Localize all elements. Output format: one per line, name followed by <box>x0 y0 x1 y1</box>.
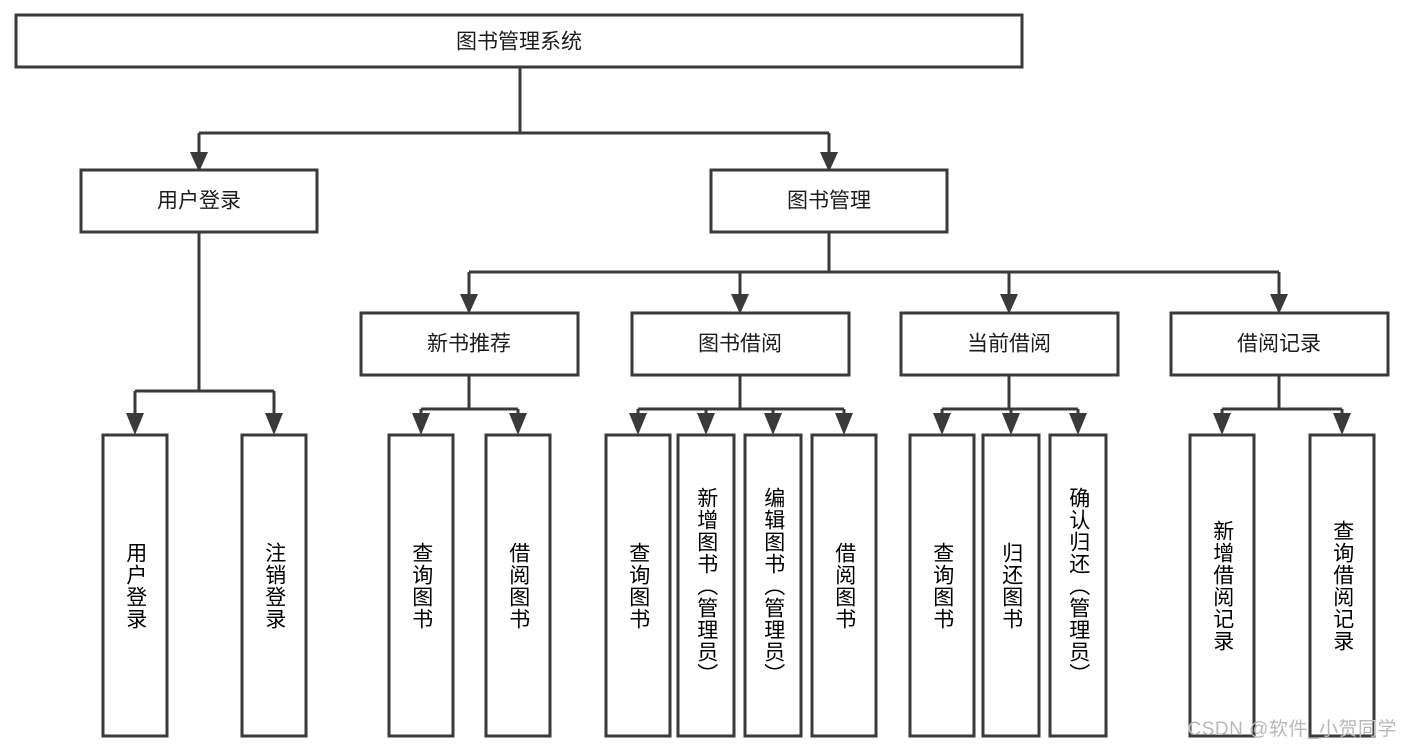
arrow-borrow-leaf-3 <box>764 413 782 435</box>
arrow-record-leaf-1 <box>1213 413 1231 435</box>
leaf-query-borrow-record[interactable]: 查询借阅记录 <box>1308 433 1376 738</box>
arrow-to-borrow-record <box>1270 294 1288 314</box>
node-current-borrow-box[interactable] <box>899 311 1120 377</box>
node-book-borrow[interactable]: 图书借阅 <box>630 311 851 377</box>
leaf-query-book-borrow[interactable]: 查询图书 <box>604 433 672 738</box>
node-book-management-label: 图书管理 <box>787 190 871 213</box>
arrow-to-leaf-user-login <box>126 413 144 435</box>
leaf-query-borrow-record-label: 查询借阅记录 <box>1330 519 1354 652</box>
leaf-borrow-book-newbook-label: 借阅图书 <box>506 541 530 630</box>
node-new-book-recommend-label: 新书推荐 <box>427 333 511 356</box>
arrow-borrow-leaf-1 <box>629 413 647 435</box>
csdn-watermark: CSDN @软件_小贺同学 <box>1187 719 1397 740</box>
node-new-book-recommend-box[interactable] <box>359 311 580 377</box>
arrow-record-leaf-2 <box>1333 413 1351 435</box>
leaf-add-book-admin-label: 新增图书（管理员） <box>694 486 718 685</box>
leaf-borrow-book-box[interactable] <box>810 433 878 738</box>
leaf-edit-book-admin[interactable]: 编辑图书（管理员） <box>743 433 803 738</box>
leaf-return-book-box[interactable] <box>981 433 1041 738</box>
node-borrow-record[interactable]: 借阅记录 <box>1169 311 1390 377</box>
leaf-query-book-newbook[interactable]: 查询图书 <box>387 433 455 738</box>
leaf-query-book-current[interactable]: 查询图书 <box>908 433 976 738</box>
leaf-add-borrow-record[interactable]: 新增借阅记录 <box>1188 433 1256 738</box>
leaf-query-book-current-label: 查询图书 <box>930 541 954 630</box>
leaf-edit-book-admin-label: 编辑图书（管理员） <box>761 486 785 685</box>
leaf-add-borrow-record-label: 新增借阅记录 <box>1210 519 1234 652</box>
leaf-confirm-return-admin[interactable]: 确认归还（管理员） <box>1048 433 1108 738</box>
leaf-borrow-book-newbook[interactable]: 借阅图书 <box>484 433 552 738</box>
node-book-borrow-label: 图书借阅 <box>698 333 782 356</box>
leaf-query-book-borrow-label: 查询图书 <box>626 541 650 630</box>
node-root-box[interactable] <box>14 13 1024 69</box>
leaf-logout-box[interactable] <box>240 433 308 738</box>
leaf-confirm-return-admin-box[interactable] <box>1048 433 1108 738</box>
node-new-book-recommend[interactable]: 新书推荐 <box>359 311 580 377</box>
leaf-add-borrow-record-box[interactable] <box>1188 433 1256 738</box>
node-book-management[interactable]: 图书管理 <box>709 168 949 234</box>
leaf-query-book-newbook-box[interactable] <box>387 433 455 738</box>
arrow-to-user-login <box>190 152 208 172</box>
leaf-add-book-admin[interactable]: 新增图书（管理员） <box>676 433 736 738</box>
leaf-edit-book-admin-box[interactable] <box>743 433 803 738</box>
node-book-borrow-box[interactable] <box>630 311 851 377</box>
arrow-current-leaf-1 <box>933 413 951 435</box>
connector-layer <box>126 67 1351 435</box>
leaf-borrow-book-newbook-box[interactable] <box>484 433 552 738</box>
arrow-current-leaf-3 <box>1069 413 1087 435</box>
leaf-query-book-newbook-label: 查询图书 <box>409 541 433 630</box>
leaf-borrow-book-label: 借阅图书 <box>832 541 856 630</box>
leaf-query-borrow-record-box[interactable] <box>1308 433 1376 738</box>
node-book-management-box[interactable] <box>709 168 949 234</box>
node-user-login-label: 用户登录 <box>157 190 241 213</box>
node-root-label: 图书管理系统 <box>456 31 582 54</box>
node-borrow-record-label: 借阅记录 <box>1237 333 1321 356</box>
leaf-borrow-book[interactable]: 借阅图书 <box>810 433 878 738</box>
node-root[interactable]: 图书管理系统 <box>14 13 1024 69</box>
leaf-query-book-borrow-box[interactable] <box>604 433 672 738</box>
leaf-return-book-label: 归还图书 <box>999 541 1023 630</box>
arrow-to-leaf-logout <box>265 413 283 435</box>
leaf-logout[interactable]: 注销登录 <box>240 433 308 738</box>
arrow-current-leaf-2 <box>1002 413 1020 435</box>
arrow-borrow-leaf-2 <box>697 413 715 435</box>
leaf-add-book-admin-box[interactable] <box>676 433 736 738</box>
arrow-to-borrow <box>731 294 749 314</box>
arrow-to-book-mgmt <box>820 152 838 172</box>
leaf-user-login-box[interactable] <box>101 433 169 738</box>
arrow-newbook-leaf-2 <box>509 413 527 435</box>
node-user-login-box[interactable] <box>79 168 319 234</box>
leaf-query-book-current-box[interactable] <box>908 433 976 738</box>
arrow-newbook-leaf-1 <box>412 413 430 435</box>
arrow-borrow-leaf-4 <box>835 413 853 435</box>
node-current-borrow[interactable]: 当前借阅 <box>899 311 1120 377</box>
leaf-confirm-return-admin-label: 确认归还（管理员） <box>1066 486 1090 685</box>
leaf-return-book[interactable]: 归还图书 <box>981 433 1041 738</box>
arrow-to-current-borrow <box>1000 294 1018 314</box>
leaf-user-login[interactable]: 用户登录 <box>101 433 169 738</box>
arrow-to-newbook <box>460 294 478 314</box>
node-borrow-record-box[interactable] <box>1169 311 1390 377</box>
leaf-user-login-label: 用户登录 <box>123 541 147 630</box>
node-current-borrow-label: 当前借阅 <box>967 333 1051 356</box>
node-user-login[interactable]: 用户登录 <box>79 168 319 234</box>
leaf-logout-label: 注销登录 <box>262 541 286 630</box>
